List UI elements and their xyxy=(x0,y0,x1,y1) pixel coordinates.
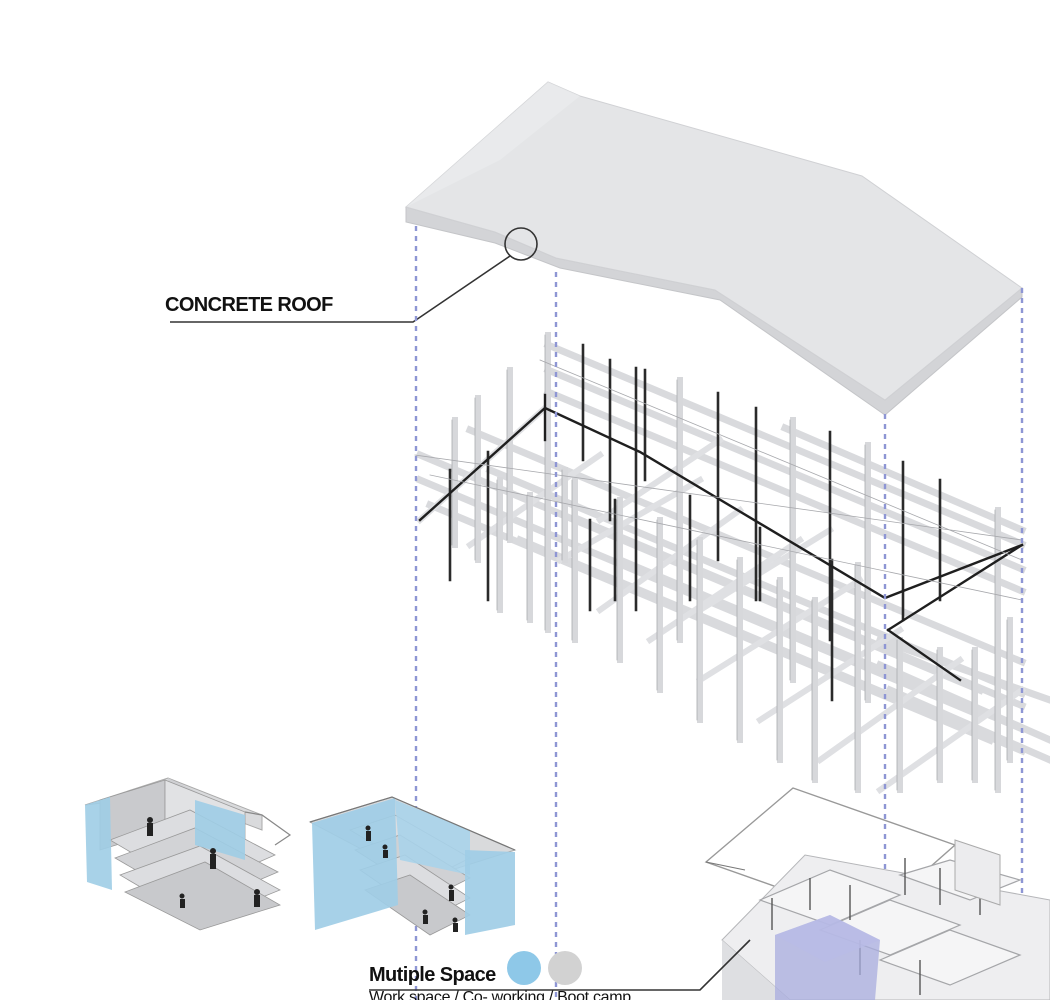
frame-member xyxy=(543,365,1027,574)
frame-member xyxy=(543,340,1027,549)
curtain-left xyxy=(85,797,112,890)
roof-callout xyxy=(170,227,538,323)
multiple-space-label: Mutiple Space xyxy=(369,964,496,986)
frame-member xyxy=(575,515,1027,711)
frame-member xyxy=(465,450,605,550)
roof-shade xyxy=(406,82,580,207)
roof-leader-line xyxy=(170,255,511,323)
concrete-roof xyxy=(404,81,1023,416)
curtain-side xyxy=(395,800,470,875)
curtain-right xyxy=(195,800,245,860)
frame-member xyxy=(875,660,1050,744)
frame-member xyxy=(695,525,835,615)
grey-dot-icon xyxy=(548,951,582,985)
curtain-back xyxy=(312,798,398,930)
workspace-floor xyxy=(704,787,1050,1000)
frame-member xyxy=(595,505,745,615)
auditorium-open xyxy=(84,777,292,931)
frame-member xyxy=(755,625,905,725)
frame-member xyxy=(645,535,805,645)
concrete-roof-label: CONCRETE ROOF xyxy=(165,294,333,316)
frame-member xyxy=(543,387,1027,596)
space-leader-line xyxy=(369,939,751,991)
frame-member xyxy=(515,535,1027,756)
structural-frame xyxy=(414,332,1050,795)
blue-dot-icon xyxy=(507,951,541,985)
roof-callout-circle xyxy=(504,227,538,261)
multiple-space-subtitle: Work space / Co- working / Boot camp xyxy=(369,989,631,1000)
curtain-front xyxy=(465,850,515,935)
auditorium-enclosed xyxy=(308,796,517,936)
